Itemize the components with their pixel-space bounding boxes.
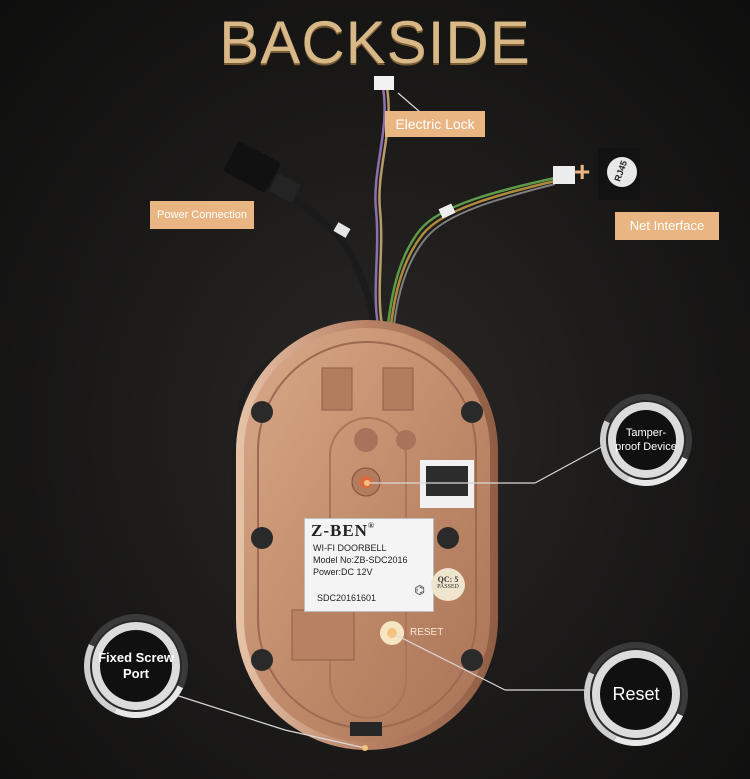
tamper-proof-label: Tamper-proof Device [615, 427, 677, 453]
fixed-screw-port-callout: Fixed Screw Port [69, 599, 203, 733]
label-product-line: WI-FI DOORBELL [313, 543, 387, 553]
label-serial-number: SDC20161601 [317, 593, 377, 603]
tamper-proof-callout: Tamper-proof Device [587, 381, 705, 499]
power-connection-tag: Power Connection [150, 201, 254, 229]
connection-dots [362, 480, 395, 751]
device-label: Z-BEN® WI-FI DOORBELL Model No:ZB-SDC201… [304, 518, 434, 612]
reset-label: Reset [612, 683, 660, 704]
label-power-line: Power:DC 12V [313, 567, 373, 577]
reset-callout: Reset [569, 627, 703, 761]
registered-mark: ® [367, 521, 375, 530]
electric-lock-tag: Electric Lock [385, 111, 485, 137]
leader-lines [159, 92, 606, 749]
reset-print: RESET [410, 627, 444, 638]
qc-number: QC: 5 [437, 575, 459, 584]
net-interface-tag: Net Interface [615, 212, 719, 240]
label-model-line: Model No:ZB-SDC2016 [313, 555, 408, 565]
recycle-bin-icon: ⌬ [414, 583, 425, 597]
qc-passed: PASSED [437, 584, 459, 590]
page-title: BACKSIDE [219, 9, 531, 76]
network-cable [386, 148, 640, 326]
fixed-screw-port-label: Fixed Screw Port [98, 650, 174, 681]
brand-logo: Z-BEN [311, 521, 368, 540]
plus-icon: + [574, 156, 591, 187]
qc-sticker: QC: 5 PASSED [431, 569, 465, 601]
